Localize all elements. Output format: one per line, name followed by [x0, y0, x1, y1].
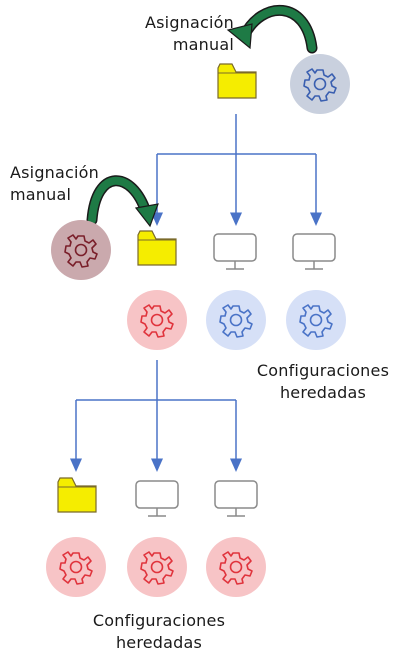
gear-icon [290, 54, 350, 114]
curved-arrow-icon [226, 5, 318, 54]
monitor-icon [213, 233, 257, 270]
label-line: Asignación [145, 13, 234, 32]
manual-assignment-label-mid: Asignación manual [10, 162, 150, 206]
label-line: heredadas [115, 633, 203, 652]
label-line: Configuraciones [92, 611, 226, 630]
gear-icon [127, 537, 187, 597]
inherited-settings-label-mid: Configuraciones heredadas [238, 360, 408, 404]
folder-icon [137, 230, 177, 266]
monitor-icon [292, 233, 336, 270]
gear-icon [206, 537, 266, 597]
label-line: heredadas [279, 383, 367, 402]
folder-icon [57, 477, 97, 513]
label-line: Asignación [10, 163, 99, 182]
inherited-settings-label-bottom: Configuraciones heredadas [74, 610, 244, 654]
curved-arrow-icon [86, 175, 159, 228]
manual-assignment-label-top: Asignación manual [104, 12, 234, 56]
folder-icon [217, 63, 257, 99]
label-line: Configuraciones [256, 361, 390, 380]
label-line: manual [10, 185, 72, 204]
monitor-icon [135, 480, 179, 517]
connectors-level-2 [70, 360, 242, 472]
gear-icon [46, 537, 106, 597]
gear-icon [51, 220, 111, 280]
connectors-level-1 [151, 114, 322, 226]
gear-icon [206, 290, 266, 350]
monitor-icon [214, 480, 258, 517]
gear-icon [127, 290, 187, 350]
label-line: manual [172, 35, 234, 54]
gear-icon [286, 290, 346, 350]
